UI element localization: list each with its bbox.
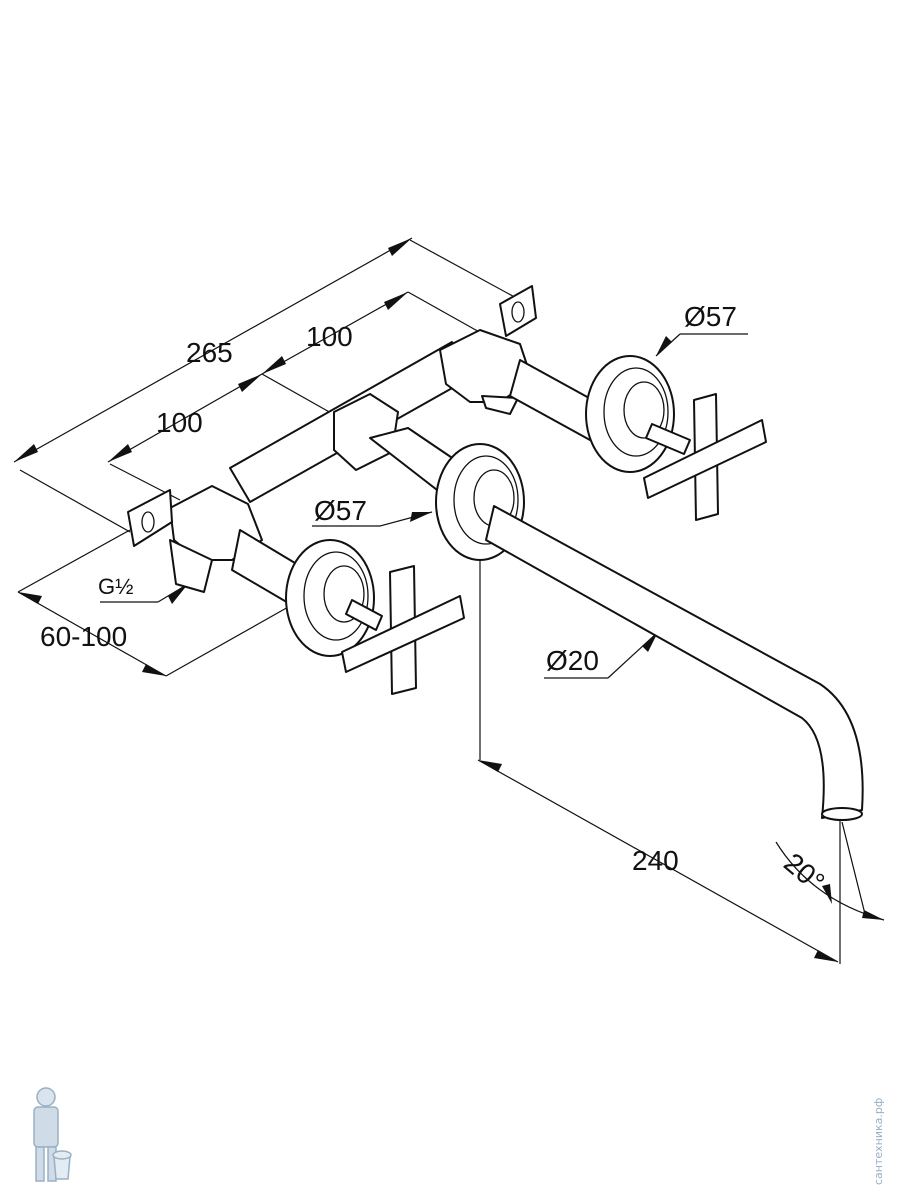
left-handle-horizontal-bar bbox=[341, 595, 465, 673]
dim-line-overall bbox=[13, 237, 413, 463]
arrowhead bbox=[168, 584, 188, 604]
left-rosette bbox=[285, 539, 375, 657]
label-spout-angle: 20° bbox=[778, 847, 830, 898]
arrowhead bbox=[814, 950, 838, 962]
ext-line-overall-right bbox=[409, 239, 521, 301]
right-inlet bbox=[481, 395, 519, 415]
arrowhead bbox=[18, 592, 42, 604]
arrowhead bbox=[478, 760, 502, 772]
label-spout-projection: 240 bbox=[632, 845, 679, 876]
left-cross-handle bbox=[341, 565, 465, 695]
arrowhead bbox=[862, 910, 884, 920]
left-mount-plate bbox=[127, 489, 173, 547]
right-rosette-inner bbox=[623, 381, 665, 439]
right-rosette-ring bbox=[603, 367, 669, 457]
label-rosette-left: Ø57 bbox=[314, 495, 367, 526]
arrowhead bbox=[384, 292, 408, 310]
arrowhead bbox=[14, 444, 38, 462]
arrowheads bbox=[14, 238, 884, 962]
left-mount-hole bbox=[141, 511, 155, 533]
right-mount-plate bbox=[499, 285, 537, 337]
ext-line-center bbox=[261, 373, 341, 419]
right-cross-handle bbox=[643, 393, 767, 521]
arrowhead bbox=[642, 632, 658, 652]
dim-line-wall-depth bbox=[17, 591, 167, 677]
left-inlet bbox=[169, 539, 213, 593]
label-left-spacing: 100 bbox=[156, 407, 203, 438]
label-overall-length: 265 bbox=[186, 337, 233, 368]
right-rosette-outer bbox=[585, 355, 675, 473]
label-thread: G½ bbox=[98, 574, 133, 599]
right-handle-stem bbox=[645, 423, 691, 455]
dim-line-right-spacing bbox=[261, 291, 409, 375]
arrowhead bbox=[822, 884, 832, 904]
left-rosette-ring bbox=[303, 551, 369, 641]
ext-line-right-spacing bbox=[407, 291, 491, 339]
left-handle-stem bbox=[345, 599, 383, 631]
ext-line-wall-left bbox=[17, 529, 131, 593]
dim-line-left-spacing bbox=[107, 373, 263, 463]
spout-outlet bbox=[821, 807, 863, 821]
arrowhead bbox=[238, 374, 262, 392]
angle-line bbox=[841, 821, 867, 919]
plumber-mascot-icon bbox=[33, 1087, 72, 1182]
arrowhead bbox=[656, 336, 672, 356]
spout bbox=[485, 505, 864, 819]
faucet-body bbox=[127, 285, 601, 605]
right-handle-horizontal-bar bbox=[643, 419, 767, 499]
spout-rosette-ring bbox=[453, 455, 519, 545]
right-mount-hole bbox=[511, 301, 525, 323]
label-spout-diameter: Ø20 bbox=[546, 645, 599, 676]
arrowhead bbox=[108, 444, 132, 462]
label-wall-depth: 60-100 bbox=[40, 621, 127, 652]
dim-line-spout-projection bbox=[477, 759, 839, 963]
left-rosette-inner bbox=[323, 565, 365, 623]
arrowhead bbox=[262, 356, 286, 374]
arrowhead bbox=[410, 512, 432, 522]
ext-line-overall-left bbox=[19, 469, 131, 533]
ext-line-wall-right bbox=[165, 605, 291, 677]
label-rosette-right: Ø57 bbox=[684, 301, 737, 332]
left-rosette-outer bbox=[285, 539, 375, 657]
label-right-spacing: 100 bbox=[306, 321, 353, 352]
arrowhead bbox=[142, 664, 166, 676]
arrowhead bbox=[388, 238, 412, 256]
right-rosette bbox=[585, 355, 675, 473]
watermark-site-text: сантехника.рф bbox=[872, 1097, 885, 1185]
